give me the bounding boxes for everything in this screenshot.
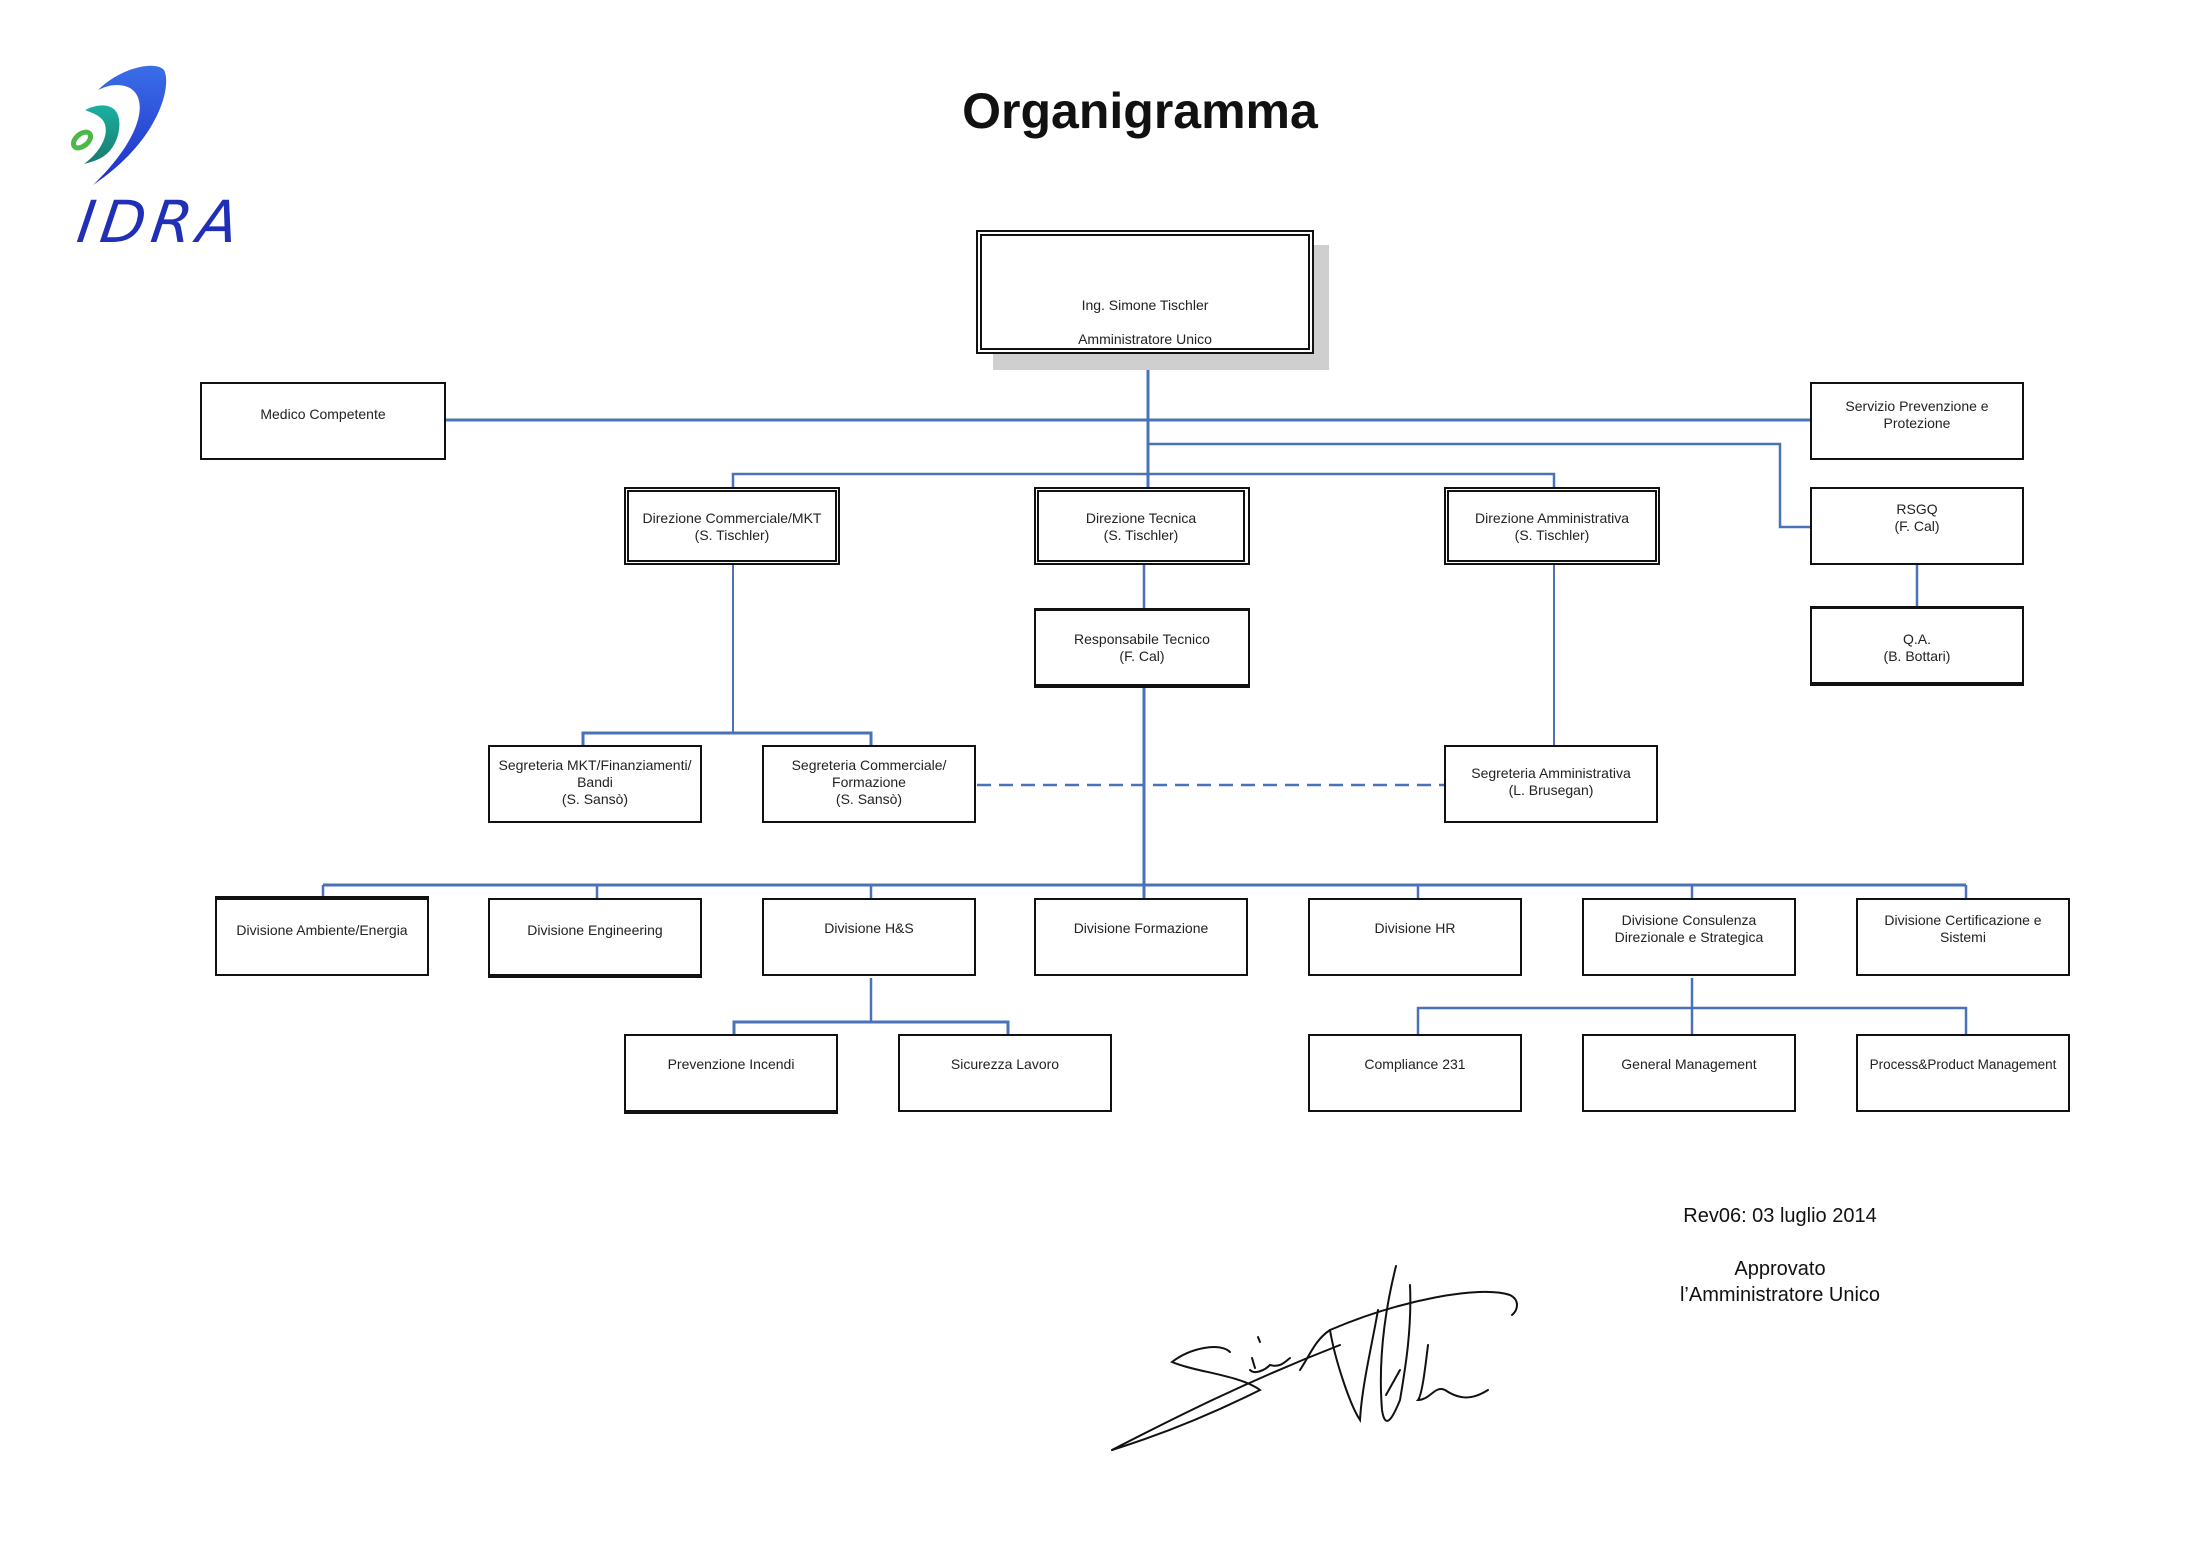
node-resp-tecnico[interactable]: Responsabile Tecnico (F. Cal): [1034, 608, 1250, 688]
node-dir-tecnica[interactable]: Direzione Tecnica (S. Tischler): [1034, 487, 1250, 565]
edge-direzioni-bus: [731, 472, 1556, 490]
approval-text: Approvato l’Amministratore Unico: [1679, 1258, 1881, 1306]
signature-icon: [1111, 1265, 1518, 1451]
node-sicurezza-lavoro[interactable]: Sicurezza Lavoro: [898, 1034, 1112, 1112]
node-seg-amministrativa[interactable]: Segreteria Amministrativa (L. Brusegan): [1444, 745, 1658, 823]
node-rsgq[interactable]: RSGQ (F. Cal): [1810, 487, 2024, 565]
node-medico[interactable]: Medico Competente: [200, 382, 446, 460]
node-general-management[interactable]: General Management: [1582, 1034, 1796, 1112]
node-dir-commerciale[interactable]: Direzione Commerciale/MKT (S. Tischler): [624, 487, 840, 565]
edge-divhs-sub: [732, 1020, 1010, 1037]
node-div-certificazione[interactable]: Divisione Certificazione e Sistemi: [1856, 898, 2070, 976]
node-div-hr[interactable]: Divisione HR: [1308, 898, 1522, 976]
node-div-ambiente[interactable]: Divisione Ambiente/Energia: [215, 896, 429, 976]
node-ceo[interactable]: Ing. Simone Tischler Amministratore Unic…: [976, 230, 1314, 354]
node-div-consulenza[interactable]: Divisione Consulenza Direzionale e Strat…: [1582, 898, 1796, 976]
node-qa[interactable]: Q.A. (B. Bottari): [1810, 606, 2024, 686]
edge-dircomm-segreterie: [581, 731, 873, 747]
edge-ceo-rsgq: [1148, 442, 1812, 529]
page-title: Organigramma: [962, 83, 1318, 139]
node-ceo-name: Ing. Simone Tischler: [1081, 297, 1209, 313]
node-prevenzione-incendi[interactable]: Prevenzione Incendi: [624, 1034, 838, 1114]
node-ceo-role: Amministratore Unico: [1078, 331, 1212, 347]
node-div-formazione[interactable]: Divisione Formazione: [1034, 898, 1248, 976]
node-div-hs[interactable]: Divisione H&S: [762, 898, 976, 976]
node-dir-amministrativa[interactable]: Direzione Amministrativa (S. Tischler): [1444, 487, 1660, 565]
node-seg-mkt[interactable]: Segreteria MKT/Finanziamenti/ Bandi (S. …: [488, 745, 702, 823]
node-seg-commerciale[interactable]: Segreteria Commerciale/ Formazione (S. S…: [762, 745, 976, 823]
node-div-engineering[interactable]: Divisione Engineering: [488, 898, 702, 978]
revision-text: Rev06: 03 luglio 2014: [1683, 1205, 1877, 1227]
node-compliance-231[interactable]: Compliance 231: [1308, 1034, 1522, 1112]
node-process-product-management[interactable]: Process&Product Management: [1856, 1034, 2070, 1112]
edge-divcons-sub: [1416, 1006, 1968, 1037]
node-spp[interactable]: Servizio Prevenzione e Protezione: [1810, 382, 2024, 460]
logo-swoosh-icon: [70, 65, 167, 185]
idra-logo: [60, 60, 240, 260]
